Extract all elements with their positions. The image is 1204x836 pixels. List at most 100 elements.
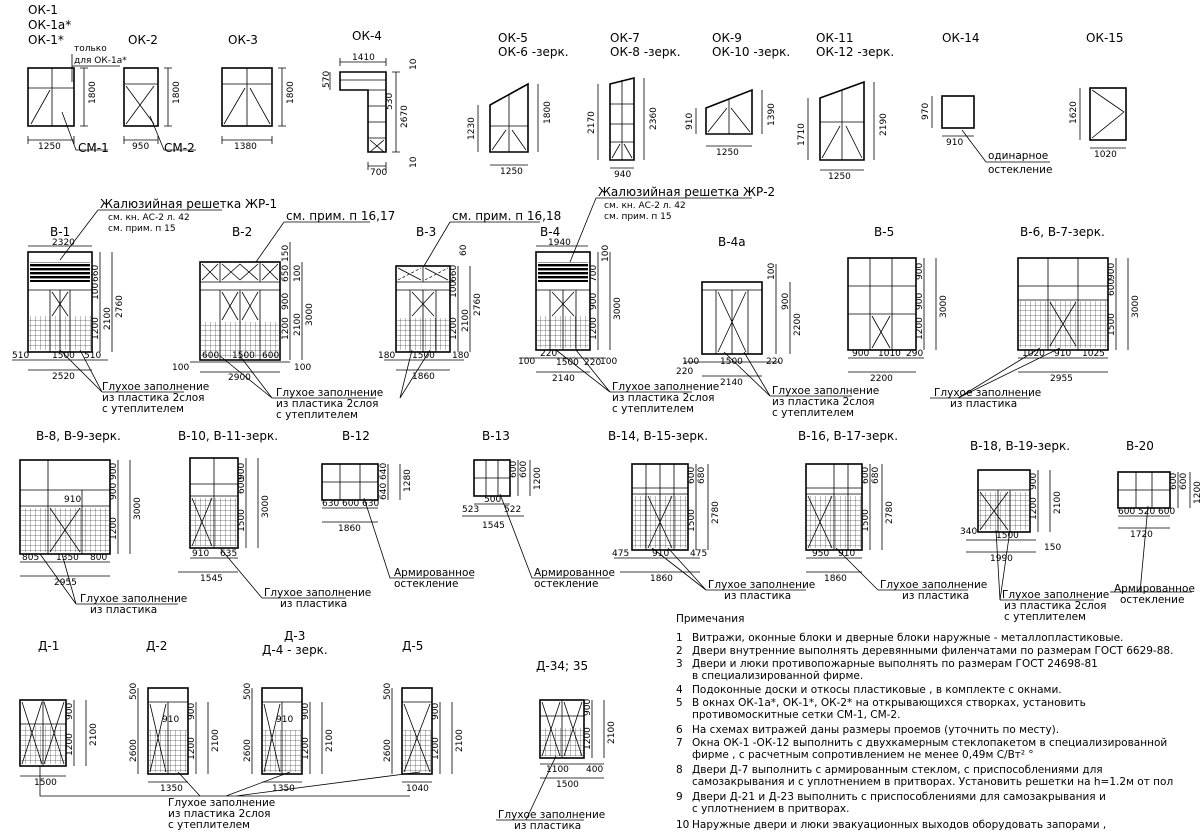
drawing-label: ОК-1: [28, 3, 58, 17]
drawing-label: В-8, В-9-зерк.: [36, 429, 121, 443]
drawing-label: 220: [584, 358, 601, 368]
glazing-b18: В-18, В-19-зерк. 900 1200 2100 340 1500 …: [960, 439, 1109, 623]
drawing-label: 1800: [88, 81, 98, 104]
callout-plastic-2layer-d: Глухое заполнение из пластика 2слоя с ут…: [723, 351, 879, 419]
drawing-label: 510: [84, 351, 101, 361]
glazing-b3: В-3 см. прим. п 16,18 60 660 100 1200 21…: [378, 209, 561, 382]
drawing-label: 2600: [243, 739, 253, 762]
drawing-label: 680: [871, 467, 881, 484]
drawing-label: 650: [281, 265, 291, 282]
drawing-label: 1200: [449, 317, 459, 340]
drawing-label: 1200: [187, 737, 197, 760]
drawing-label: Глухое заполнение: [264, 587, 371, 599]
drawing-label: 1500: [861, 509, 871, 532]
window-ok15: ОК-15 1620 1020: [1069, 31, 1127, 160]
drawing-label: 180: [452, 351, 469, 361]
drawing-label: 9: [676, 791, 683, 803]
drawing-label: 1200: [583, 727, 593, 750]
drawing-label: Глухое заполнение: [80, 593, 187, 605]
drawing-label: 600: [861, 467, 871, 484]
window-ok5: ОК-5 ОК-6 -зерк. 1230 1800 1250: [467, 31, 569, 177]
drawing-label: Д-3: [284, 629, 305, 643]
drawing-label: 1710: [797, 123, 807, 146]
drawing-label: 700: [370, 168, 387, 178]
glazing-b13: В-13 600 600 1200 500 523 522 1545 Армир…: [462, 429, 615, 590]
window-ok4: ОК-4 1410 570 2670 530 10 10 700: [322, 29, 419, 178]
drawing-label: 1620: [1069, 101, 1079, 124]
drawing-label: остекление: [534, 578, 598, 590]
drawing-label: 910: [162, 715, 179, 725]
drawing-label: из пластика 2слоя: [772, 396, 875, 408]
drawing-label: из пластика 2слоя: [1004, 600, 1107, 612]
drawing-label: 1990: [990, 554, 1013, 564]
drawing-label: 1040: [406, 784, 429, 794]
drawing-label: с утеплителем: [102, 403, 184, 415]
glazing-b10: В-10, В-11-зерк. 900 600 1500 3000 910 6…: [178, 429, 371, 610]
drawing-label: Армированное: [394, 567, 475, 579]
drawing-label: 2100: [103, 307, 113, 330]
drawing-label: 2360: [649, 107, 659, 130]
drawing-label: 500: [383, 683, 393, 700]
drawing-label: 700: [589, 265, 599, 282]
drawing-label: 475: [612, 549, 629, 559]
drawing-label: 2100: [461, 309, 471, 332]
drawing-label: 3000: [1131, 295, 1141, 318]
drawing-label: ОК-9: [712, 31, 742, 45]
drawing-label: 900: [781, 293, 791, 310]
callout-plastic-2layer-c: Глухое заполнение из пластика 2слоя с ут…: [555, 349, 719, 415]
drawing-label: Глухое заполнение: [612, 381, 719, 393]
drawing-label: 3000: [939, 295, 949, 318]
drawing-label: 2170: [587, 111, 597, 134]
drawing-label: В-14, В-15-зерк.: [608, 429, 708, 443]
drawing-label: 1200: [431, 737, 441, 760]
drawing-label: 530: [385, 93, 395, 110]
drawing-label: ОК-1а*: [28, 18, 71, 32]
drawing-label: 1860: [824, 574, 847, 584]
drawing-label: 1545: [200, 574, 223, 584]
drawing-label: см. прим. п 16,17: [286, 209, 395, 223]
glazing-b5: В-5 900 900 1200 3000 900 1010 290 2200: [847, 225, 949, 384]
drawing-label: одинарное: [988, 150, 1048, 162]
drawing-label: 180: [378, 351, 395, 361]
drawing-label: В-20: [1126, 439, 1154, 453]
drawing-label: 1200: [91, 317, 101, 340]
drawing-label: см. кн. АС-2 л. 42: [604, 201, 686, 211]
drawing-label: 900: [109, 463, 119, 480]
drawing-label: 2100: [607, 721, 617, 744]
drawing-label: 1020: [1022, 349, 1045, 359]
drawing-label: 800: [90, 553, 107, 563]
drawing-label: ОК-12 -зерк.: [816, 45, 894, 59]
drawing-label: Жалюзийная решетка ЖР-2: [598, 185, 775, 199]
drawing-label: 2: [676, 645, 683, 657]
drawing-label: В-6, В-7-зерк.: [1020, 225, 1105, 239]
drawing-label: 475: [690, 549, 707, 559]
drawing-label: Окна ОК-1 -ОК-12 выполнить с двухкамерны…: [692, 737, 1167, 749]
drawing-label: 1280: [403, 469, 413, 492]
drawing-label: из пластика 2слоя: [168, 808, 271, 820]
drawing-label: 600: [342, 499, 359, 509]
drawing-label: ОК-10 -зерк.: [712, 45, 790, 59]
drawing-label: 1250: [500, 167, 523, 177]
drawing-label: 1500: [232, 351, 255, 361]
drawing-label: 2955: [1050, 374, 1073, 384]
drawing-label: 1500: [720, 357, 743, 367]
drawing-label: 500: [484, 495, 501, 505]
drawing-label: В-4: [540, 225, 560, 239]
drawing-label: с утеплителем: [612, 403, 694, 415]
drawing-label: остекление: [988, 164, 1052, 176]
drawing-label: 100: [293, 265, 303, 282]
note-7: 7 Окна ОК-1 -ОК-12 выполнить с двухкамерн…: [676, 737, 1167, 761]
drawing-label: 1350: [272, 784, 295, 794]
drawing-label: 900: [915, 263, 925, 280]
drawing-label: 910: [838, 549, 855, 559]
drawing-label: с утеплителем: [168, 819, 250, 831]
drawing-label: для ОК-1а*: [74, 56, 127, 66]
drawing-label: 1390: [767, 103, 777, 126]
drawing-label: остекление: [1120, 594, 1184, 606]
drawing-label: 7: [676, 737, 683, 749]
drawing-label: 600: [509, 461, 519, 478]
